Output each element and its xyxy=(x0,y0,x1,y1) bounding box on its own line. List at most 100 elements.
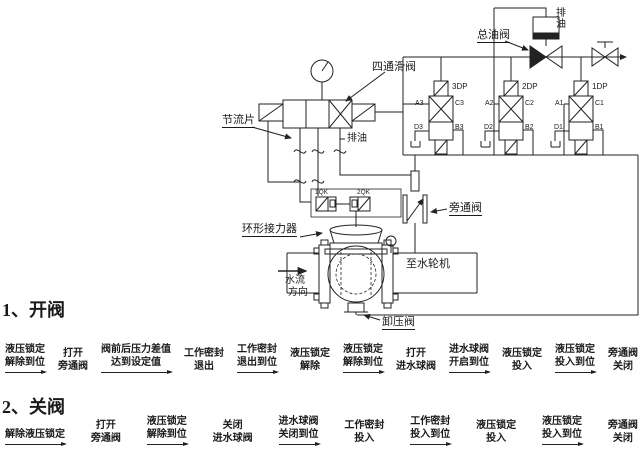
flow-step-line2: 投入到位 xyxy=(555,356,595,368)
flow-step-line1: 工作密封 xyxy=(410,416,451,427)
water-flow-label-1: 水流 xyxy=(285,275,305,286)
flow-arrow-underline xyxy=(449,370,491,374)
flow-step: 工作密封 退出到位 xyxy=(237,344,279,374)
dp3-port-c: C3 xyxy=(455,100,464,107)
dp2-port-b: B2 xyxy=(525,124,534,131)
flow-step: 液压锁定 投入 xyxy=(502,348,542,373)
flow-step-line1: 液压锁定 xyxy=(502,348,542,359)
dp3-port-a: A3 xyxy=(415,100,424,107)
dp1-port-b: B1 xyxy=(595,124,604,131)
flow-step-line2: 退出 xyxy=(194,360,214,372)
flow-step-line2: 进水球阀 xyxy=(212,432,253,444)
flow-step-line2: 达到设定值 xyxy=(111,356,161,368)
flow-step-line2: 关闭到位 xyxy=(278,428,319,440)
limit-switch-2-label: 2QK xyxy=(357,189,371,196)
flow-step: 液压锁定 解除到位 xyxy=(343,344,385,374)
flow-step-line2: 旁通阀 xyxy=(90,432,121,444)
flow-step: 液压锁定 解除到位 xyxy=(146,416,189,446)
flow-step-line1: 进水球阀 xyxy=(449,344,489,355)
flow-arrow-underline xyxy=(555,370,597,374)
flow-step: 液压锁定 投入到位 xyxy=(542,416,584,446)
flow-arrow-underline xyxy=(410,442,453,446)
flow-step-line2: 投入 xyxy=(486,432,507,444)
dp-feed-lines xyxy=(402,8,638,156)
dp2-name: 2DP xyxy=(522,82,538,91)
flow-step: 液压锁定 投入到位 xyxy=(555,344,597,374)
ring-servomotor-label: 环形接力器 xyxy=(242,223,297,237)
dp-valve-1dp xyxy=(550,57,604,155)
open-valve-title: 1、开阀 xyxy=(2,300,65,320)
pressure-gauge-icon xyxy=(310,59,334,100)
four-way-valve-symbol xyxy=(258,71,403,129)
flow-step: 阀前后压力差值 达到设定值 xyxy=(101,344,173,374)
flow-arrow-underline xyxy=(542,442,584,446)
dp2-port-d: D2 xyxy=(484,124,493,131)
flow-step: 关闭 进水球阀 xyxy=(213,420,253,445)
flow-step-line2: 投入到位 xyxy=(410,428,451,440)
dp1-port-c: C1 xyxy=(595,100,604,107)
drain-oil-mid-label: 排油 xyxy=(347,133,367,144)
dp1-port-d: D1 xyxy=(554,124,563,131)
flow-arrow-underline xyxy=(5,442,67,446)
flow-step-line1: 旁通阀 xyxy=(607,420,638,431)
bypass-valve-label: 旁通阀 xyxy=(449,202,482,216)
flow-arrow-underline xyxy=(146,442,189,446)
four-way-valve-label: 四通滑阀 xyxy=(372,61,416,73)
flow-step-line2: 开启到位 xyxy=(449,356,489,368)
flow-arrow-underline xyxy=(101,370,173,374)
close-valve-title: 2、关阀 xyxy=(2,397,65,417)
flow-step-line1: 液压锁定 xyxy=(343,344,383,355)
flow-step-line2: 解除 xyxy=(300,360,320,372)
flow-step: 打开 旁通阀 xyxy=(58,348,88,373)
flow-arrow-underline xyxy=(5,370,47,374)
flow-step: 液压锁定 解除到位 xyxy=(5,344,47,374)
flow-step-line2: 解除到位 xyxy=(146,428,187,440)
flow-arrow-underline xyxy=(278,442,321,446)
limit-switch-1-label: 1QK xyxy=(315,189,329,196)
flow-step: 解除液压锁定 xyxy=(5,428,67,446)
flow-step-line2: 进水球阀 xyxy=(396,360,436,372)
throttle-plate-label: 节流片 xyxy=(222,114,255,128)
main-oil-valve-label: 总油阀 xyxy=(477,29,510,43)
relief-drain-line xyxy=(357,155,639,321)
flow-step-line1: 打开 xyxy=(95,420,116,431)
relief-valve-label: 卸压阀 xyxy=(382,316,415,330)
dp3-name: 3DP xyxy=(452,82,468,91)
flow-step: 旁通阀 关闭 xyxy=(608,420,638,445)
flow-step-line2: 关闭 xyxy=(612,432,633,444)
ring-servomotor-symbol xyxy=(299,224,388,255)
flow-step: 工作密封 投入 xyxy=(344,420,384,445)
flow-step: 进水球阀 关闭到位 xyxy=(278,416,321,446)
limit-switch-symbols xyxy=(310,188,402,227)
schematic-canvas xyxy=(251,7,639,321)
dp3-port-b: B3 xyxy=(455,124,464,131)
flow-step-line1: 打开 xyxy=(63,348,83,359)
flow-step-line2: 投入 xyxy=(512,360,532,372)
dp3-port-d: D3 xyxy=(414,124,423,131)
dp2-port-a: A2 xyxy=(485,100,494,107)
servo-pipes xyxy=(293,128,411,203)
drain-oil-top-label: 排油 xyxy=(556,8,566,30)
close-valve-flow: 解除液压锁定 打开 旁通阀 液压锁定 解除到位 关闭 进水球阀 进水球阀 关闭到… xyxy=(5,411,638,446)
flow-step: 液压锁定 解除 xyxy=(290,348,330,373)
flow-step-line1: 液压锁定 xyxy=(290,348,330,359)
flow-step-line1: 液压锁定 xyxy=(476,420,517,431)
flow-step: 液压锁定 投入 xyxy=(476,420,516,445)
flow-step: 旁通阀 关闭 xyxy=(608,348,638,373)
flow-step-line1: 液压锁定 xyxy=(146,416,187,427)
dp1-name: 1DP xyxy=(592,82,608,91)
water-flow-label-2: 方向 xyxy=(288,287,308,298)
flow-step-line1: 旁通阀 xyxy=(608,348,638,359)
open-valve-flow: 液压锁定 解除到位 打开 旁通阀 阀前后压力差值 达到设定值 工作密封 退出 工… xyxy=(5,339,638,374)
dp-valve-3dp xyxy=(410,57,464,155)
flow-step: 工作密封 投入到位 xyxy=(410,416,453,446)
flow-arrow-underline xyxy=(343,370,385,374)
flow-step-line1: 工作密封 xyxy=(184,348,224,359)
flow-step-line1: 解除液压锁定 xyxy=(5,428,65,440)
flow-step-line1: 液压锁定 xyxy=(542,416,582,427)
to-turbine-label: 至水轮机 xyxy=(406,258,450,270)
bypass-valve-symbol xyxy=(402,155,448,253)
flow-step-line1: 打开 xyxy=(406,348,426,359)
flow-step: 工作密封 退出 xyxy=(184,348,224,373)
flow-step-line1: 进水球阀 xyxy=(278,416,319,427)
